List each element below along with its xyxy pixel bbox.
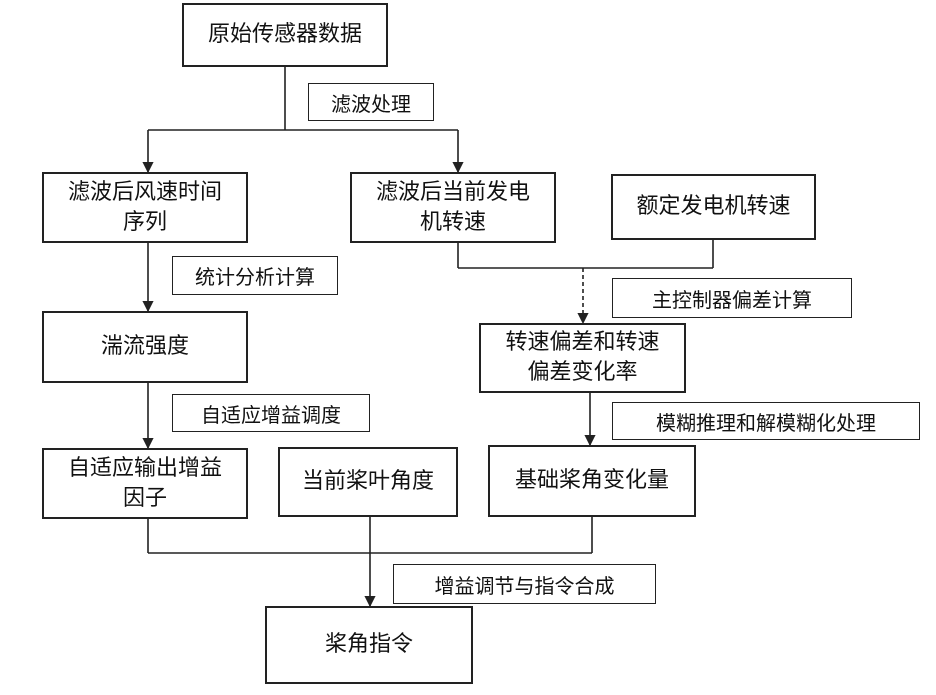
node-current-pitch-angle: 当前桨叶角度 xyxy=(278,447,458,517)
node-raw-sensor-data: 原始传感器数据 xyxy=(182,3,388,67)
node-filtered-generator-speed: 滤波后当前发电 机转速 xyxy=(350,172,556,243)
edge-label-statistical-analysis: 统计分析计算 xyxy=(172,256,338,295)
edge-label-fuzzy-inference: 模糊推理和解模糊化处理 xyxy=(612,402,920,440)
edge-label-filtering: 滤波处理 xyxy=(308,83,434,121)
edge-label-main-controller-deviation: 主控制器偏差计算 xyxy=(612,278,852,318)
edge-label-gain-adjust-command-synthesis: 增益调节与指令合成 xyxy=(393,564,656,604)
node-pitch-command: 桨角指令 xyxy=(265,606,473,684)
node-turbulence-intensity: 湍流强度 xyxy=(42,311,248,383)
node-base-pitch-change: 基础桨角变化量 xyxy=(488,445,696,517)
edge-label-adaptive-gain-scheduling: 自适应增益调度 xyxy=(172,394,370,432)
node-adaptive-gain-factor: 自适应输出增益 因子 xyxy=(42,448,248,519)
node-filtered-wind-speed-series: 滤波后风速时间 序列 xyxy=(42,172,248,243)
node-rated-generator-speed: 额定发电机转速 xyxy=(611,174,816,240)
node-speed-deviation-and-rate: 转速偏差和转速 偏差变化率 xyxy=(479,323,686,393)
